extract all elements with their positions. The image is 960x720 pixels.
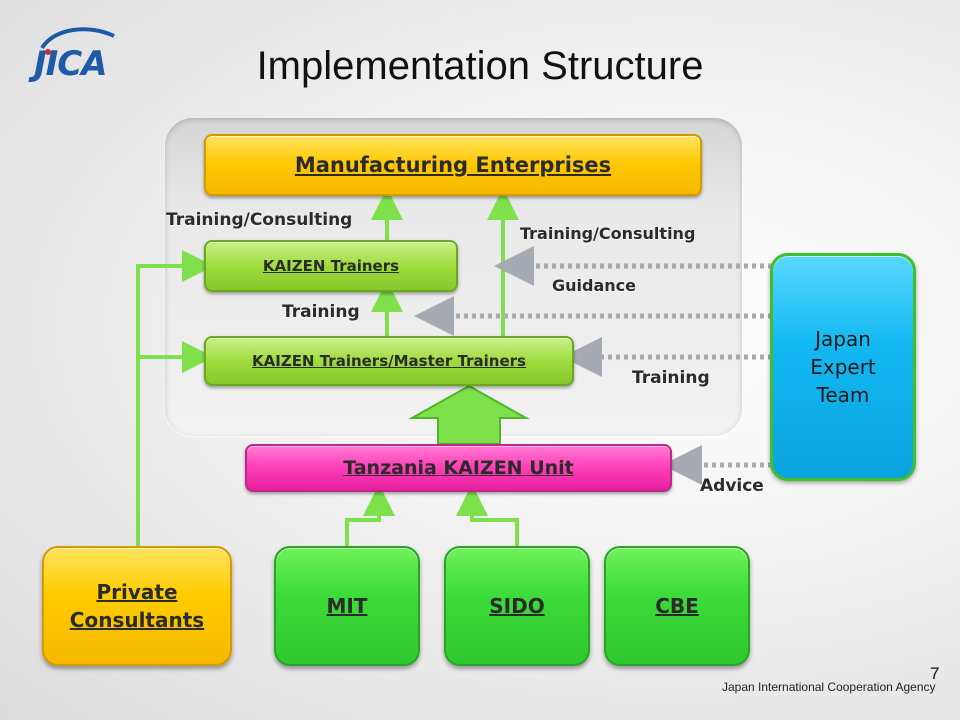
arrow-unit-to-master-trainers — [408, 384, 530, 445]
label-advice: Advice — [700, 476, 764, 496]
master-trainers-box: KAIZEN Trainers/Master Trainers — [204, 336, 574, 386]
jica-logo — [34, 20, 124, 90]
manufacturing-enterprises-box: Manufacturing Enterprises — [204, 134, 702, 196]
page-title: Implementation Structure — [256, 44, 704, 88]
arrow-mit-to-unit — [345, 484, 395, 548]
arrow-consultants-to-kaizen-trainers — [136, 250, 214, 548]
cbe-box: CBE — [604, 546, 750, 666]
dashed-connectors — [414, 246, 772, 485]
label-training-consulting-right: Training/Consulting — [520, 224, 696, 243]
private-consultants-box: Private Consultants — [42, 546, 232, 666]
japan-expert-team-box: Japan Expert Team — [770, 253, 916, 481]
green-connectors — [136, 188, 519, 548]
page-number: 7 — [930, 664, 940, 683]
jica-logo-text: JICA — [34, 44, 108, 84]
footer-organization: Japan International Cooperation Agency — [722, 680, 936, 694]
label-guidance: Guidance — [552, 276, 636, 295]
tanzania-kaizen-unit-box: Tanzania KAIZEN Unit — [245, 444, 672, 492]
arrow-sido-to-unit — [456, 484, 519, 548]
kaizen-trainers-box: KAIZEN Trainers — [204, 240, 458, 292]
sido-box: SIDO — [444, 546, 590, 666]
jica-logo-icon — [40, 27, 115, 55]
label-training-middle: Training — [282, 302, 360, 322]
mit-box: MIT — [274, 546, 420, 666]
label-training-consulting-left: Training/Consulting — [166, 210, 353, 230]
label-training-right: Training — [632, 368, 710, 388]
